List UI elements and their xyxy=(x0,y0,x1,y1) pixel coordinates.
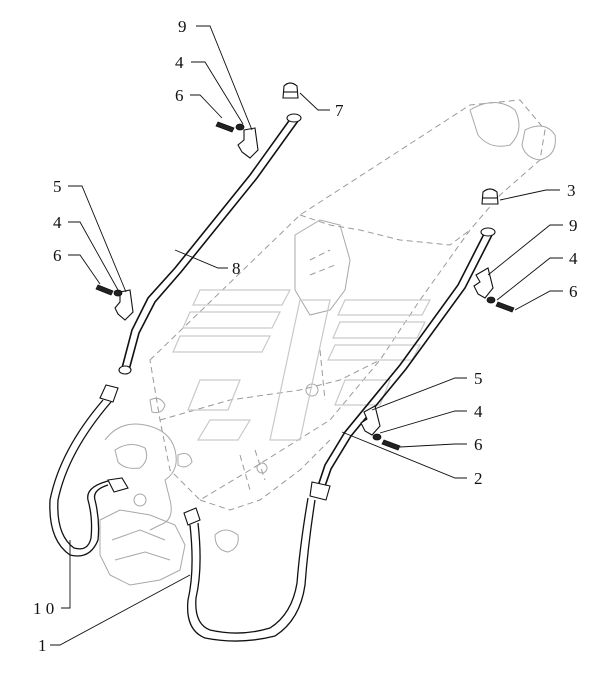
callout-9-top: 9 xyxy=(178,17,187,36)
clamp-set-top xyxy=(215,121,259,159)
callout-8: 8 xyxy=(232,259,241,278)
pivot-bracket-outline xyxy=(99,397,193,586)
callout-labels: 9 4 6 7 5 4 6 8 3 9 4 6 5 4 6 2 1 0 1 xyxy=(33,17,578,655)
clamp-set-right-middle xyxy=(360,405,401,451)
callout-1: 1 xyxy=(38,636,47,655)
callout-4-right: 4 xyxy=(569,249,578,268)
watermark-logo xyxy=(172,289,431,441)
callout-10: 1 0 xyxy=(33,599,54,618)
callout-6-left: 6 xyxy=(53,246,62,265)
right-cap xyxy=(481,188,499,205)
callout-4-top: 4 xyxy=(175,53,184,72)
top-cap xyxy=(282,82,299,99)
boom-arm-outline xyxy=(149,99,556,553)
callout-6-right: 6 xyxy=(569,282,578,301)
callout-9-right: 9 xyxy=(569,216,578,235)
callout-2: 2 xyxy=(474,469,483,488)
callout-6-top: 6 xyxy=(175,86,184,105)
clamp-set-left xyxy=(95,284,134,321)
callout-7: 7 xyxy=(335,101,344,120)
right-rigid-tube xyxy=(309,227,496,501)
callout-3: 3 xyxy=(567,181,576,200)
callout-4-mid: 4 xyxy=(474,402,483,421)
leader-lines xyxy=(50,25,563,646)
callout-6-mid: 6 xyxy=(474,435,483,454)
callout-5-mid: 5 xyxy=(474,369,483,388)
left-flexible-hose xyxy=(49,384,129,557)
callout-4-left: 4 xyxy=(53,213,62,232)
right-flexible-hose xyxy=(183,497,316,642)
left-rigid-tube xyxy=(118,113,302,375)
callout-5-left: 5 xyxy=(53,177,62,196)
clamp-set-right-upper xyxy=(473,267,515,313)
